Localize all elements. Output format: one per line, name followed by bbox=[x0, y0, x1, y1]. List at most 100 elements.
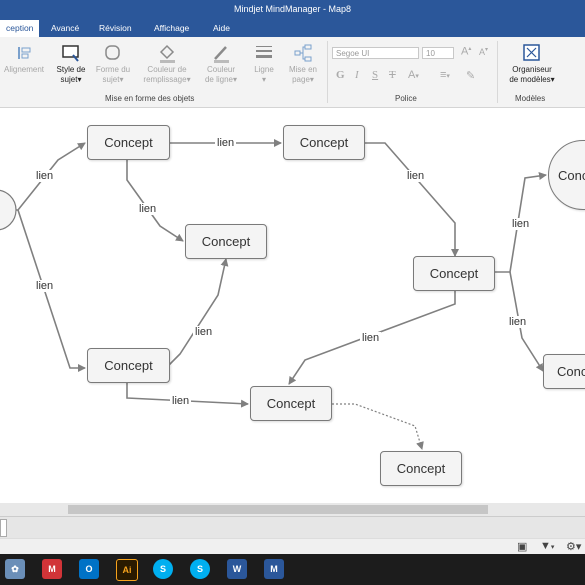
topic[interactable]: Concept bbox=[87, 125, 170, 160]
couleur-ligne-button[interactable]: Couleur de ligne▾ bbox=[199, 41, 243, 85]
group-modeles-label: Modèles bbox=[515, 94, 546, 103]
line-weight-icon bbox=[248, 41, 280, 65]
relationship-label[interactable]: lien bbox=[507, 316, 529, 328]
relationship-label[interactable]: lien bbox=[405, 170, 427, 182]
alignement-label: Alignement bbox=[3, 65, 45, 74]
topic-label: Concept bbox=[299, 135, 349, 150]
font-size-value: 10 bbox=[426, 49, 435, 58]
filter-icon[interactable]: ▼▾ bbox=[540, 540, 555, 552]
grow-font-icon[interactable]: A▴ bbox=[461, 45, 472, 58]
mise-en-page-label-1: Mise en bbox=[288, 65, 317, 74]
tab-revision[interactable]: Révision bbox=[99, 23, 132, 33]
media-icon[interactable]: M bbox=[42, 559, 62, 579]
topic[interactable]: Conc bbox=[543, 354, 585, 389]
forme-du-sujet-button[interactable]: Forme du sujet▾ bbox=[92, 41, 134, 85]
template-organizer-icon bbox=[503, 41, 561, 65]
ribbon-tabs: ception Avancé Révision Affichage Aide bbox=[0, 20, 585, 37]
relationship-label[interactable]: lien bbox=[193, 326, 215, 338]
status-bar: ▣ ▼▾ ⚙▾ bbox=[0, 538, 585, 555]
ribbon-separator bbox=[327, 41, 328, 103]
align-text-icon[interactable]: ≡▾ bbox=[440, 69, 450, 81]
dotted-connector bbox=[332, 403, 424, 450]
forme-label-1: Forme du bbox=[95, 65, 131, 74]
relationship-label[interactable]: lien bbox=[510, 218, 532, 230]
style-label-2: sujet bbox=[60, 75, 78, 84]
topic-label: Conc bbox=[557, 364, 585, 379]
skype-icon[interactable]: S bbox=[190, 559, 210, 579]
alignement-button[interactable]: Alignement bbox=[2, 41, 46, 75]
relationship-label[interactable]: lien bbox=[360, 332, 382, 344]
connector-line bbox=[509, 271, 544, 372]
scrollbar-thumb[interactable] bbox=[68, 505, 488, 514]
topic[interactable]: Concept bbox=[413, 256, 495, 291]
illustrator-icon[interactable]: Ai bbox=[116, 559, 138, 581]
tab-affichage[interactable]: Affichage bbox=[154, 23, 190, 33]
italic-icon[interactable]: I bbox=[355, 69, 359, 81]
relationship-label[interactable]: lien bbox=[215, 137, 237, 149]
style-de-sujet-button[interactable]: Style de sujet▾ bbox=[52, 41, 90, 85]
underline-icon[interactable]: S bbox=[372, 69, 379, 81]
skype-icon[interactable]: S bbox=[153, 559, 173, 579]
topic[interactable]: Concept bbox=[380, 451, 462, 486]
relationship-label[interactable]: lien bbox=[34, 170, 56, 182]
layout-icon bbox=[284, 41, 322, 65]
mise-en-page-button[interactable]: Mise en page▾ bbox=[284, 41, 322, 85]
font-name-box[interactable]: Segoe UI bbox=[332, 47, 419, 59]
topic-label: Concept bbox=[104, 358, 153, 373]
topic-label: Conc bbox=[558, 167, 585, 183]
connector-line bbox=[126, 382, 249, 408]
format-painter-icon[interactable]: ✎ bbox=[466, 70, 476, 82]
topic-label: Concept bbox=[266, 396, 316, 411]
relationship-label[interactable]: lien bbox=[170, 395, 192, 407]
fill-bucket-icon bbox=[138, 41, 196, 65]
ligne-button[interactable]: Ligne ▾ bbox=[248, 41, 280, 85]
font-color-icon[interactable]: A▾ bbox=[408, 69, 419, 81]
topic-label: Concept bbox=[396, 461, 446, 476]
paint-icon[interactable]: ✿ bbox=[5, 559, 25, 579]
sheet-tab[interactable] bbox=[0, 519, 7, 537]
connector-line bbox=[168, 258, 229, 366]
relationship-label[interactable]: lien bbox=[34, 280, 56, 292]
central-topic-shape[interactable] bbox=[0, 189, 17, 231]
topic-style-icon bbox=[52, 41, 90, 65]
mise-en-page-label-2: page bbox=[292, 75, 310, 84]
couleur-ligne-label-1: Couleur bbox=[206, 65, 235, 74]
connectors-layer bbox=[0, 139, 547, 450]
horizontal-scrollbar[interactable] bbox=[0, 503, 585, 516]
group-mise-en-forme-label: Mise en forme des objets bbox=[105, 94, 195, 103]
remplissage-label-1: Couleur de bbox=[147, 65, 187, 74]
view-icon[interactable]: ▣ bbox=[517, 541, 528, 553]
organiseur-modeles-button[interactable]: Organiseur de modèles▾ bbox=[503, 41, 561, 85]
topic[interactable]: Concept bbox=[87, 348, 170, 383]
mindmanager-icon[interactable]: M bbox=[264, 559, 284, 579]
shrink-font-icon[interactable]: A▾ bbox=[479, 47, 489, 57]
topic[interactable]: Concept bbox=[283, 125, 365, 160]
settings-icon[interactable]: ⚙▾ bbox=[566, 541, 582, 553]
bold-icon[interactable]: G bbox=[336, 69, 345, 81]
sheet-tab-bar bbox=[0, 516, 585, 539]
outlook-icon[interactable]: O bbox=[79, 559, 99, 579]
organiseur-label-2: de modèles bbox=[509, 75, 551, 84]
couleur-remplissage-button[interactable]: Couleur de remplissage▾ bbox=[138, 41, 196, 85]
tab-conception[interactable]: ception bbox=[0, 20, 40, 37]
tab-avance[interactable]: Avancé bbox=[51, 23, 80, 33]
font-size-box[interactable]: 10 bbox=[422, 47, 454, 59]
relationship-label[interactable]: lien bbox=[137, 203, 159, 215]
topic[interactable]: Concept bbox=[250, 386, 332, 421]
topic[interactable]: Concept bbox=[185, 224, 267, 259]
font-name-value: Segoe UI bbox=[336, 49, 370, 58]
title-bar: Mindjet MindManager - Map8 bbox=[0, 0, 585, 20]
taskbar: ✿ M O Ai S S W M bbox=[0, 554, 585, 585]
group-police-label: Police bbox=[395, 94, 417, 103]
window-title: Mindjet MindManager - Map8 bbox=[233, 4, 352, 14]
shape-icon bbox=[92, 41, 134, 65]
pen-icon bbox=[199, 41, 243, 65]
tab-aide[interactable]: Aide bbox=[213, 23, 231, 33]
align-icon bbox=[2, 41, 46, 65]
connector-line bbox=[126, 159, 184, 242]
strikethrough-icon[interactable]: T bbox=[389, 69, 396, 81]
topic-label: Concept bbox=[104, 135, 153, 150]
word-icon[interactable]: W bbox=[227, 559, 247, 579]
ribbon: Alignement Style de sujet▾ Forme du suje… bbox=[0, 37, 585, 108]
map-canvas[interactable]: Concept Concept Concept Concept Concept … bbox=[0, 108, 585, 503]
